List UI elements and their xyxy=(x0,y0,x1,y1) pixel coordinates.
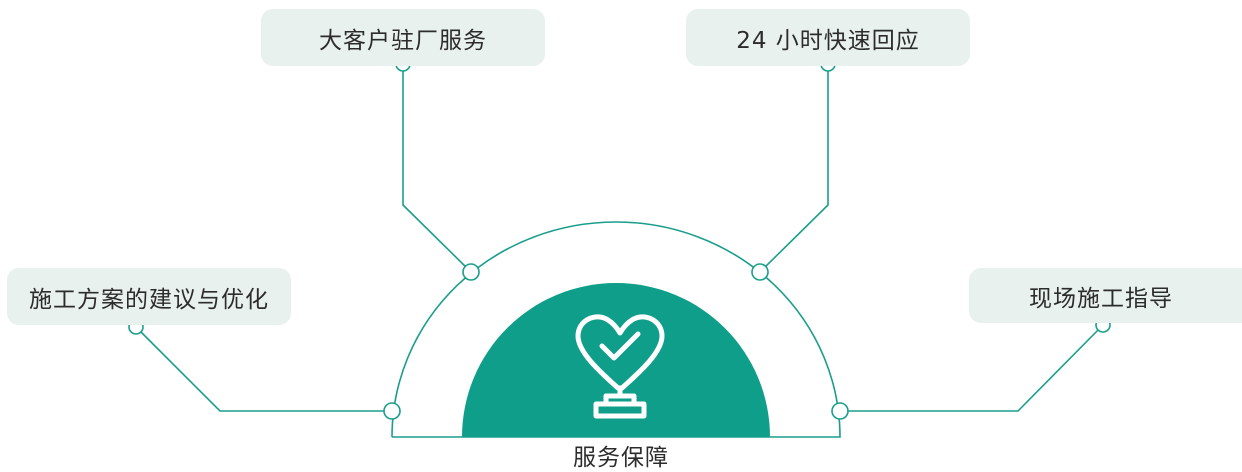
outer-arc xyxy=(391,221,841,438)
feature-box-top-left: 大客户驻厂服务 xyxy=(261,9,545,66)
feature-label-top-right: 24 小时快速回应 xyxy=(736,27,920,54)
node-arc-left xyxy=(383,402,401,420)
feature-box-right: 现场施工指导 xyxy=(969,268,1242,323)
center-title: 服务保障 xyxy=(573,445,669,471)
center-half-disc xyxy=(462,283,770,437)
feature-box-top-right: 24 小时快速回应 xyxy=(686,9,970,66)
feature-label-top-left: 大客户驻厂服务 xyxy=(319,27,487,54)
connector-left xyxy=(135,326,392,412)
heart-trophy-icon xyxy=(575,314,665,419)
connector-right xyxy=(840,324,1104,412)
connector-top-left xyxy=(402,64,472,273)
connector-top-right xyxy=(759,64,829,273)
node-arc-upper-right xyxy=(751,263,769,281)
feature-label-right: 现场施工指导 xyxy=(1029,285,1173,312)
feature-box-left: 施工方案的建议与优化 xyxy=(7,268,291,325)
node-arc-right xyxy=(831,402,849,420)
node-arc-upper-left xyxy=(462,263,480,281)
feature-label-left: 施工方案的建议与优化 xyxy=(29,286,269,313)
